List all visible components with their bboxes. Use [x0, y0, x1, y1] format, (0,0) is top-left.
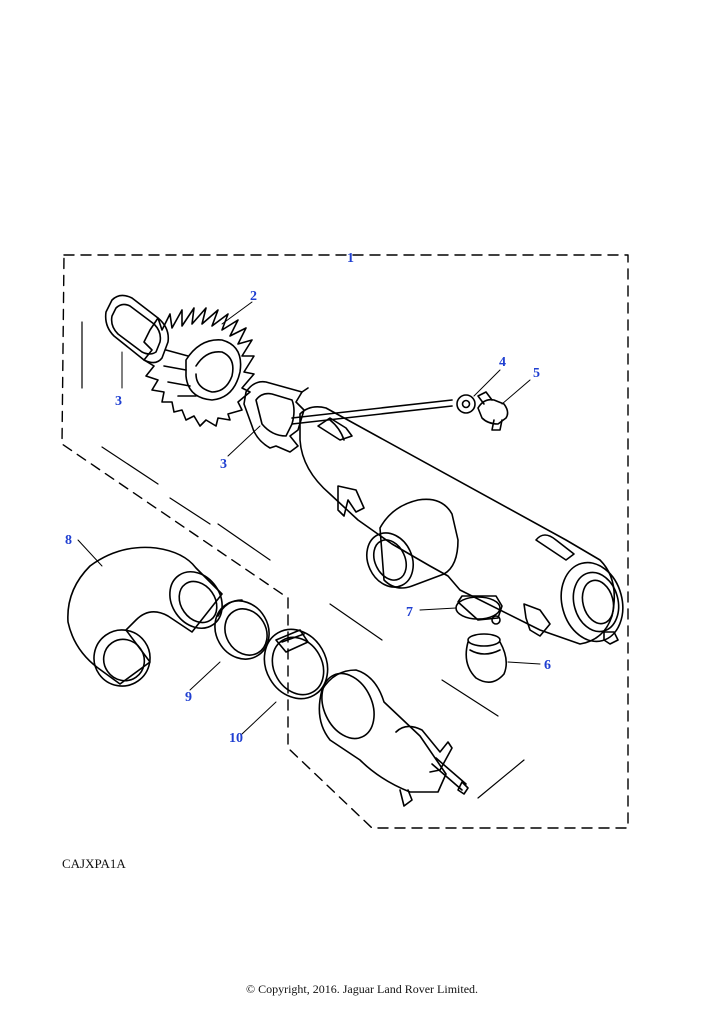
callout-3-lower: 3 — [220, 457, 227, 472]
assembly-boundary-dashed — [61, 254, 629, 829]
hose-clip-part — [263, 628, 329, 700]
callout-10: 10 — [229, 731, 243, 746]
lower-duct-part — [318, 669, 469, 807]
callout-3-upper: 3 — [115, 394, 122, 409]
cap-part — [465, 633, 508, 683]
flange-gasket-part — [243, 380, 309, 453]
finned-filter-part — [143, 307, 255, 427]
callout-6: 6 — [544, 658, 551, 673]
callout-7: 7 — [406, 605, 413, 620]
copyright-notice: © Copyright, 2016. Jaguar Land Rover Lim… — [245, 982, 479, 996]
washer-part — [456, 394, 476, 414]
shading-lines — [81, 321, 525, 799]
wing-nut-part — [477, 391, 509, 431]
u-bend-hose-part — [67, 546, 223, 687]
callout-1: 1 — [347, 251, 354, 266]
callout-5: 5 — [533, 366, 540, 381]
callout-labels: 1 2 3 3 4 5 6 7 8 9 10 — [65, 251, 551, 746]
intake-tube-part — [291, 399, 624, 645]
seal-ring-part — [104, 294, 170, 364]
callout-9: 9 — [185, 690, 192, 705]
leader-lines — [77, 301, 541, 735]
callout-8: 8 — [65, 533, 72, 548]
coupling-ring-part — [214, 599, 270, 660]
diagram-reference-code: CAJXPA1A — [62, 856, 126, 871]
callout-2: 2 — [250, 289, 257, 304]
callout-4: 4 — [499, 355, 506, 370]
